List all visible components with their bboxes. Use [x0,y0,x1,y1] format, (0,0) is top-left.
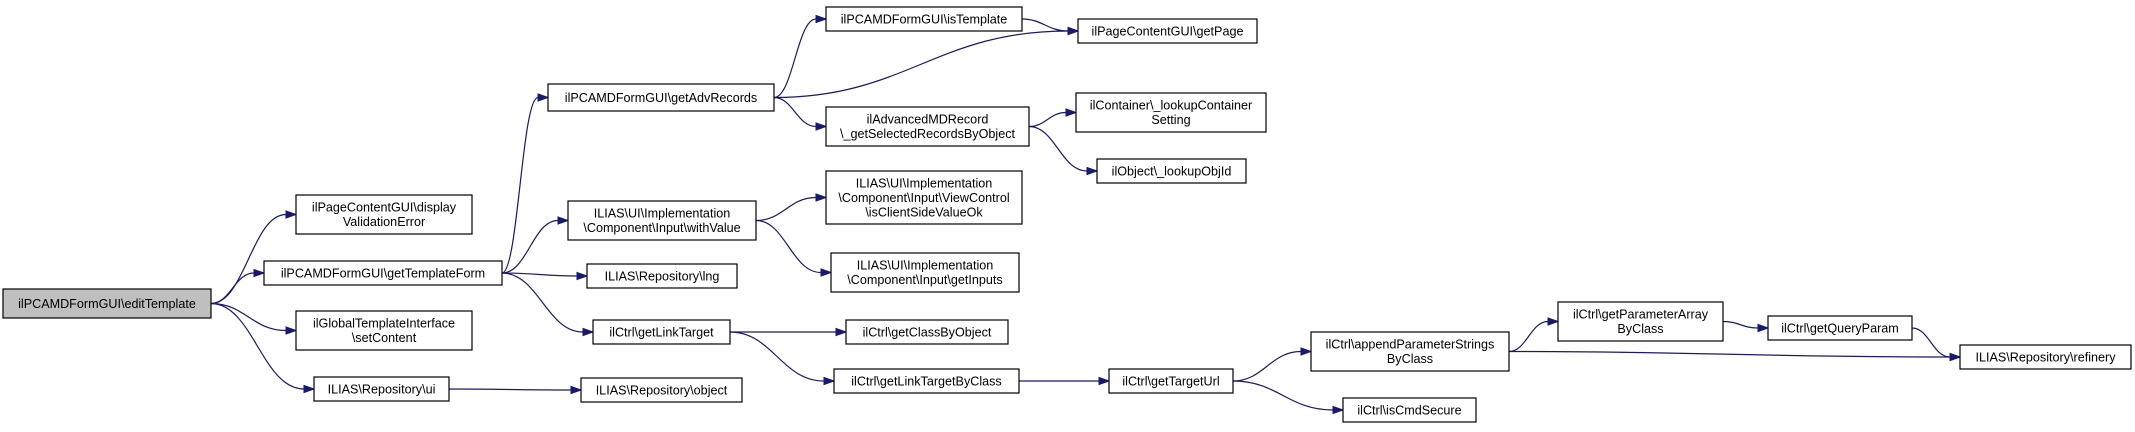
node-label-line: ilPCAMDFormGUI\isTemplate [841,12,1008,26]
node-label-line: ilCtrl\getTargetUrl [1122,374,1219,388]
edge-getParamArray-to-getQueryParam [1722,320,1770,333]
node-label-line: \Component\Input\ViewControl [838,191,1009,205]
edge-withValue-to-isClientSide [755,193,828,222]
node-getQueryParam[interactable]: ilCtrl\getQueryParam [1767,315,1913,341]
node-label-line: ilAdvancedMDRecord [867,113,989,127]
node-repoLng[interactable]: ILIAS\Repository\lng [586,263,738,289]
edge-edit-to-getTemplateForm [210,268,266,305]
function-nodes: ilPCAMDFormGUI\editTemplate ilPageContent… [2,6,2132,423]
node-label-line: ilPCAMDFormGUI\getTemplateForm [281,266,485,280]
edge-getSelected-to-lookupObjId [1028,125,1099,176]
node-getTargetUrl[interactable]: ilCtrl\getTargetUrl [1108,368,1234,394]
edge-edit-to-setContent [210,302,298,335]
node-setContent[interactable]: ilGlobalTemplateInterface\setContent [295,310,473,351]
node-repoUi[interactable]: ILIAS\Repository\ui [313,376,450,402]
edge-getLinkTarget-to-getLinkTargetByClass [729,331,836,386]
node-lookupObjId[interactable]: ilObject\_lookupObjId [1096,158,1247,184]
node-label-line: ByClass [1617,322,1663,336]
node-label-line: ILIAS\Repository\refinery [1976,350,2117,364]
node-label-line: ILIAS\UI\Implementation [857,259,994,273]
edge-getAdvRecords-to-getPage [773,26,1080,99]
node-edit[interactable]: ilPCAMDFormGUI\editTemplate [2,288,212,319]
node-label-line: ILIAS\Repository\object [596,383,728,397]
node-label-line: ilCtrl\getLinkTarget [609,325,714,339]
edge-getTargetUrl-to-isCmdSecure [1232,380,1345,415]
node-label-line: ILIAS\Repository\ui [328,382,436,396]
edge-getAdvRecords-to-getSelected [773,96,828,131]
edge-repoUi-to-repoObject [448,385,583,395]
edge-getLinkTargetByClass-to-getTargetUrl [1019,376,1111,386]
edge-appendParam-to-refinery [1508,350,1962,362]
node-label-line: \setContent [352,331,417,345]
edge-getTargetUrl-to-appendParam [1232,347,1313,382]
node-label-line: ilCtrl\getClassByObject [863,325,992,339]
node-label-line: ByClass [1387,352,1433,366]
node-getSelected[interactable]: ilAdvancedMDRecord\_getSelectedRecordsBy… [825,106,1030,147]
node-label-line: ilGlobalTemplateInterface [313,317,455,331]
node-label-line: ILIAS\UI\Implementation [594,207,731,221]
edge-getQueryParam-to-refinery [1911,327,1962,362]
node-label-line: ilCtrl\getQueryParam [1781,321,1899,335]
edge-getTemplateForm-to-getLinkTarget [501,272,595,337]
node-getInputs[interactable]: ILIAS\UI\Implementation\Component\Input\… [830,252,1020,293]
node-label-line: \Component\Input\getInputs [847,273,1002,287]
node-label-line: ilCtrl\getLinkTargetByClass [851,374,1001,388]
edge-getTemplateForm-to-getAdvRecords [501,93,550,274]
node-withValue[interactable]: ILIAS\UI\Implementation\Component\Input\… [567,200,757,241]
edge-getAdvRecords-to-isTemplate [773,14,828,99]
node-label-line: Setting [1151,113,1190,127]
node-label-line: ilPCAMDFormGUI\editTemplate [18,297,196,311]
node-getAdvRecords[interactable]: ilPCAMDFormGUI\getAdvRecords [547,83,775,112]
edge-getSelected-to-lookupContainer [1028,108,1078,128]
node-label-line: ilCtrl\getParameterArray [1573,308,1709,322]
node-label-line: ilCtrl\appendParameterStrings [1326,338,1495,352]
node-label-line: ilPCAMDFormGUI\getAdvRecords [565,91,757,105]
node-label-line: ValidationError [343,215,425,229]
edge-withValue-to-getInputs [755,219,833,277]
node-isTemplate[interactable]: ilPCAMDFormGUI\isTemplate [825,6,1023,32]
edge-edit-to-repoUi [210,302,316,394]
node-label-line: ilObject\_lookupObjId [1112,164,1232,178]
node-isClientSide[interactable]: ILIAS\UI\Implementation\Component\Input\… [825,170,1023,225]
node-repoObject[interactable]: ILIAS\Repository\object [580,377,743,403]
node-label-line: ilContainer\_lookupContainer [1090,99,1252,113]
node-label-line: ilCtrl\isCmdSecure [1357,403,1461,417]
edge-isTemplate-to-getPage [1021,18,1080,36]
node-refinery[interactable]: ILIAS\Repository\refinery [1959,344,2132,370]
edge-appendParam-to-getParamArray [1508,317,1560,353]
edge-getLinkTarget-to-getClassByObject [730,327,848,337]
node-getLinkTargetByClass[interactable]: ilCtrl\getLinkTargetByClass [833,368,1020,394]
node-label-line: ILIAS\UI\Implementation [856,176,993,190]
node-getPage[interactable]: ilPageContentGUI\getPage [1077,18,1258,44]
node-isCmdSecure[interactable]: ilCtrl\isCmdSecure [1342,397,1477,423]
node-label-line: \isClientSideValueOk [865,205,983,219]
node-getClassByObject[interactable]: ilCtrl\getClassByObject [845,319,1009,345]
node-label-line: ilPageContentGUI\getPage [1092,24,1244,38]
call-edges [210,14,1962,415]
node-getTemplateForm[interactable]: ilPCAMDFormGUI\getTemplateForm [263,260,503,286]
edge-edit-to-display [210,210,298,305]
node-getLinkTarget[interactable]: ilCtrl\getLinkTarget [592,319,731,345]
node-label-line: \_getSelectedRecordsByObject [840,127,1016,141]
node-label-line: ILIAS\Repository\lng [605,269,720,283]
edge-getTemplateForm-to-withValue [501,216,570,274]
node-label-line: \Component\Input\withValue [583,221,740,235]
edge-getTemplateForm-to-repoLng [501,271,589,281]
node-label-line: ilPageContentGUI\display [312,201,457,215]
